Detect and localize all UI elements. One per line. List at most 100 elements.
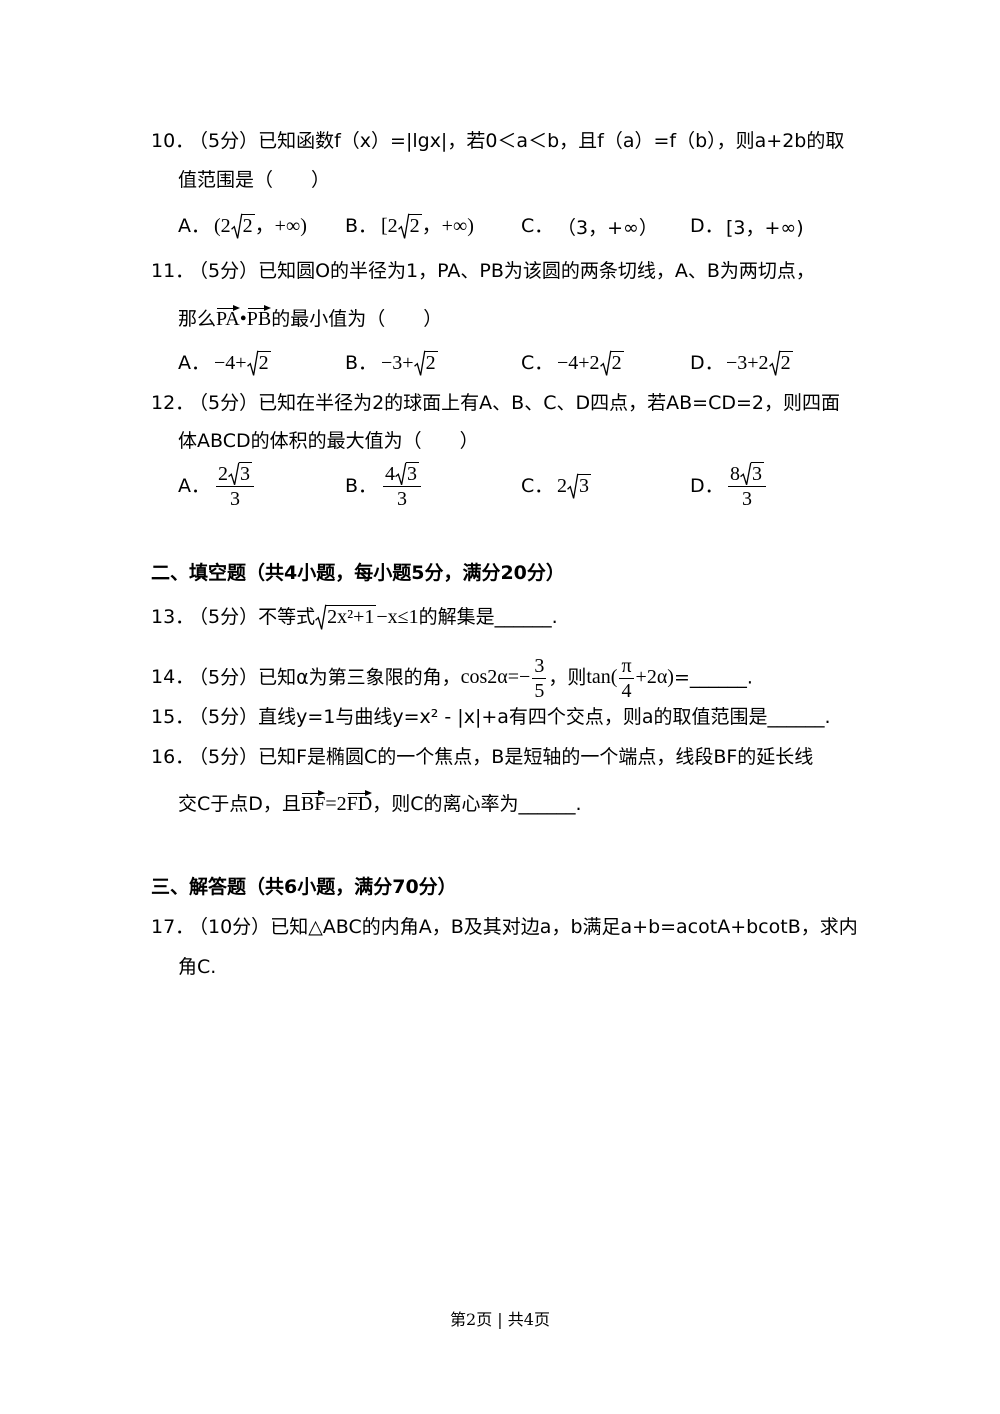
question-score: （5分） [189, 666, 259, 689]
math-text: =2 [325, 793, 347, 815]
question-text: 角C. [178, 956, 217, 978]
question-text: ，则 [548, 666, 587, 689]
math-text: cos2α=− [460, 666, 531, 689]
math-text: −4+ [214, 352, 247, 374]
question-score: （10分） [189, 916, 271, 938]
vector-bf: BF [301, 790, 326, 814]
question-text: 不等式 [258, 606, 316, 628]
option-math: −4+2 [214, 350, 271, 376]
square-root: 3 [395, 461, 419, 485]
question-text: 的解集是______. [418, 606, 558, 628]
question-16-line-1: 16．（5分）已知F是椭圆C的一个焦点，B是短轴的一个端点，线段BF的延长线 [151, 744, 813, 770]
option-label: B． [345, 475, 378, 497]
fraction-denominator: 5 [534, 680, 545, 703]
radical-sign-icon [600, 350, 611, 376]
section-2-title: 二、填空题（共4小题，每小题5分，满分20分） [151, 562, 565, 584]
vector-pb: PB [247, 305, 272, 329]
option-c: C．−4+2 2 [521, 350, 624, 376]
math-text: −4+2 [557, 352, 600, 374]
option-math: −3+2 [381, 350, 438, 376]
page-footer: 第2页 | 共4页 [450, 1310, 550, 1329]
question-number: 12． [151, 392, 195, 414]
math-text: [2 [381, 215, 398, 237]
question-score: （5分） [189, 706, 259, 728]
question-number: 10． [151, 130, 195, 152]
option-label: C． [521, 475, 554, 497]
vector-pa: PA [216, 305, 240, 329]
math-text: 2 [557, 475, 567, 497]
fraction-numerator: π [619, 655, 634, 680]
square-root: 3 [228, 461, 252, 485]
square-root: 2 [600, 350, 624, 376]
option-label: C． [521, 352, 554, 374]
option-label: B． [345, 215, 378, 237]
option-label: A． [178, 475, 210, 497]
question-text: 已知α为第三象限的角， [258, 666, 461, 689]
question-number: 15． [151, 706, 195, 728]
question-text: 已知圆O的半径为1，PA、PB为该圆的两条切线，A、B为两切点， [258, 260, 815, 282]
math-text: ，+∞) [421, 215, 474, 237]
square-root: 2 [769, 350, 793, 376]
dot-product-symbol: • [239, 308, 247, 330]
radicand: 3 [751, 461, 764, 485]
radical-sign-icon [228, 462, 239, 485]
inequality-math: 2x²+1−x≤1 [315, 606, 419, 628]
question-number: 13． [151, 606, 195, 628]
question-score: （5分） [189, 606, 259, 628]
question-16-line-2: 交C于点D，且BF=2FD，则C的离心率为______. [178, 790, 582, 816]
radical-sign-icon [398, 213, 409, 239]
question-number: 16． [151, 746, 195, 768]
radicand: 2 [424, 351, 438, 374]
math-text: 4 [385, 462, 395, 485]
square-root: 2 [414, 350, 438, 376]
square-root: 3 [740, 461, 764, 485]
radical-sign-icon [769, 350, 780, 376]
question-11-line-1: 11．（5分）已知圆O的半径为1，PA、PB为该圆的两条切线，A、B为两切点， [151, 258, 815, 284]
option-text: [3，+∞) [726, 216, 804, 239]
radicand: 2 [610, 351, 624, 374]
fraction-denominator: 3 [230, 488, 240, 510]
radicand: 3 [239, 461, 252, 485]
fraction-denominator: 3 [397, 488, 407, 510]
math-text: −x≤1 [376, 606, 419, 628]
option-b: B．−3+2 [345, 350, 438, 376]
question-text: 那么 [178, 308, 217, 330]
radicand: 2 [241, 214, 255, 237]
question-text: 已知函数f（x）=|lgx|，若0＜a＜b，且f（a）=f（b），则a+2b的取 [258, 130, 845, 152]
question-12-line-1: 12．（5分）已知在半径为2的球面上有A、B、C、D四点，若AB=CD=2，则四… [151, 390, 840, 416]
option-a: A．−4+2 [178, 350, 271, 376]
option-label: A． [178, 352, 210, 374]
math-text: 2 [218, 462, 228, 485]
question-score: （5分） [189, 746, 259, 768]
radicand: 3 [578, 474, 591, 497]
option-label: D． [690, 352, 724, 374]
question-text: 已知在半径为2的球面上有A、B、C、D四点，若AB=CD=2，则四面 [258, 392, 840, 414]
question-text: 交C于点D，且 [178, 793, 301, 815]
question-17-line-2: 角C. [178, 954, 216, 980]
question-text: 体ABCD的体积的最大值为（ ） [178, 430, 479, 452]
fraction-denominator: 3 [742, 488, 752, 510]
radical-sign-icon [567, 473, 578, 499]
question-10-line-1: 10．（5分）已知函数f（x）=|lgx|，若0＜a＜b，且f（a）=f（b），… [151, 128, 844, 154]
question-11-line-2: 那么PA•PB的最小值为（ ） [178, 305, 442, 331]
